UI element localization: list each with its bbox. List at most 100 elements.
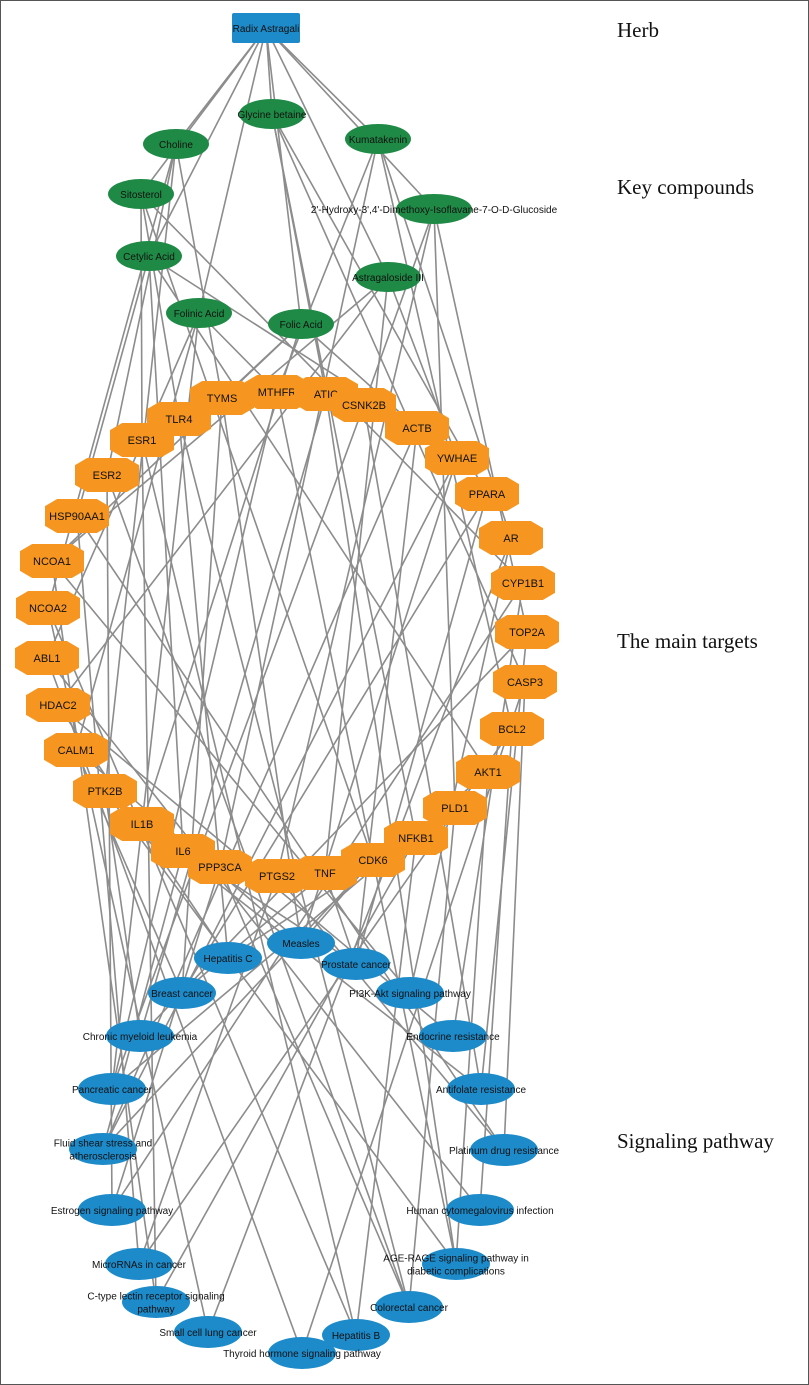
pathway-label: Hepatitis B [332,1331,381,1342]
edge-sitosterol-TLR4 [140,193,180,420]
edge-NCOA1-pi3k [51,560,411,994]
edge-hydroxy-PTGS2 [276,208,435,877]
pathway-node-breast: Breast cancer [148,977,216,1009]
target-node-calm1: CALM1 [44,733,108,767]
target-label: CASP3 [507,677,543,689]
edge-choline-NCOA2 [47,143,177,609]
edge-herb-sitosterol [140,27,267,195]
compound-label: 2'-Hydroxy-3',4'-Dimethoxy-Isoflavane-7-… [311,205,558,216]
pathway-label: Thyroid hormone signaling pathway [223,1349,381,1360]
compound-label: Sitosterol [120,190,162,201]
edge-CSNK2B-antifolate [363,404,482,1090]
edge-BCL2-hcmv [479,728,513,1211]
pathway-label: pathway [137,1305,174,1316]
edge-hydroxy-PLD1 [433,208,456,809]
compound-label: Folinic Acid [174,309,225,320]
edge-MTHFR-pancreatic [111,391,278,1090]
target-label: PTK2B [88,786,123,798]
pathway-node-colorectal: Colorectal cancer [370,1291,449,1323]
edge-CASP3-thyroid [301,681,526,1354]
pathway-label: Human cytomegalovirus infection [406,1206,553,1217]
target-label: TLR4 [166,414,193,426]
edge-glycine-CASP3 [271,113,526,683]
edge-PTGS2-mirna [138,875,278,1265]
compound-node-folinic: Folinic Acid [166,298,232,328]
edge-PLD1-colorectal [408,807,456,1308]
target-node-akt1: AKT1 [456,755,520,789]
compound-label: Choline [159,140,193,151]
pathway-node-pancreatic: Pancreatic cancer [72,1073,153,1105]
edge-PTK2B-agerage [104,790,457,1265]
target-label: NCOA1 [33,556,71,568]
pathway-label: Colorectal cancer [370,1303,448,1314]
pathway-node-hepb: Hepatitis B [322,1319,390,1351]
pathway-node-prostate: Prostate cancer [321,948,392,980]
edge-herb-astragaloside [265,27,389,278]
target-node-bcl2: BCL2 [480,712,544,746]
target-node-pld1: PLD1 [423,791,487,825]
pathway-label: Antifolate resistance [436,1085,526,1096]
target-label: NFKB1 [398,833,433,845]
pathway-label: atherosclerosis [69,1152,136,1163]
edge-ESR1-ctype [141,439,157,1303]
compound-node-folic: Folic Acid [268,309,334,339]
edge-CYP1B1-estrogen [111,582,524,1211]
target-label: CALM1 [58,745,95,757]
pathway-node-endocrine: Endocrine resistance [406,1020,500,1052]
target-label: HSP90AA1 [49,511,105,523]
pathway-node-estrogen: Estrogen signaling pathway [51,1194,173,1226]
target-node-nfkb1: NFKB1 [384,821,448,855]
section-labels: Herb Key compounds The main targets Sign… [617,18,774,1153]
pathway-label: Pancreatic cancer [72,1085,153,1096]
edge-NFKB1-hepb [355,837,417,1336]
target-label: PPARA [469,489,506,501]
edge-CYP1B1-endocrine [452,582,524,1037]
target-node-ppara: PPARA [455,477,519,511]
target-node-casp3: CASP3 [493,665,557,699]
target-node-hdac2: HDAC2 [26,688,90,722]
compound-node-astragaloside: Astragaloside III [352,262,424,292]
section-label-pathways: Signaling pathway [617,1129,774,1153]
pathway-node-cml: Chronic myeloid leukemia [83,1020,198,1052]
compound-label: Kumatakenin [349,135,407,146]
edge-NCOA1-ctype [51,560,157,1303]
target-node-ppp3ca: PPP3CA [188,850,252,884]
pathway-label: Hepatitis C [204,954,253,965]
edge-cetylic-AKT1 [148,255,489,773]
target-label: IL1B [131,819,154,831]
edge-TYMS-measles [221,397,302,944]
compound-node-sitosterol: Sitosterol [108,179,174,209]
edge-glycine-NFKB1 [271,113,417,839]
target-label: PTGS2 [259,871,295,883]
edge-AKT1-agerage [455,771,489,1265]
target-label: PPP3CA [198,862,242,874]
edge-astragaloside-TNF [324,276,389,874]
target-node-ptgs2: PTGS2 [245,859,309,893]
target-label: HDAC2 [39,700,76,712]
compound-node-choline: Choline [143,129,209,159]
edge-CASP3-platinum [503,681,526,1151]
compound-node-kumatakenin: Kumatakenin [345,124,411,154]
edge-ACTB-prostate [355,427,418,965]
target-label: NCOA2 [29,603,67,615]
compound-label: Glycine betaine [238,110,307,121]
pathway-label: Chronic myeloid leukemia [83,1032,198,1043]
target-node-top2a: TOP2A [495,615,559,649]
compound-label: Astragaloside III [352,273,424,284]
target-label: ESR1 [128,435,157,447]
pathway-node-hcmv: Human cytomegalovirus infection [406,1194,554,1226]
edge-folinic-CALM1 [75,312,200,751]
edge-folic-ACTB [300,323,418,429]
target-node-mthfr: MTHFR [245,375,309,409]
compound-node-glycine: Glycine betaine [238,99,307,129]
target-node-esr1: ESR1 [110,423,174,457]
section-label-targets: The main targets [617,629,758,653]
compound-label: Folic Acid [280,320,323,331]
target-node-ptk2b: PTK2B [73,774,137,808]
target-node-actb: ACTB [385,411,449,445]
target-label: TNF [314,868,336,880]
target-label: CSNK2B [342,400,386,412]
